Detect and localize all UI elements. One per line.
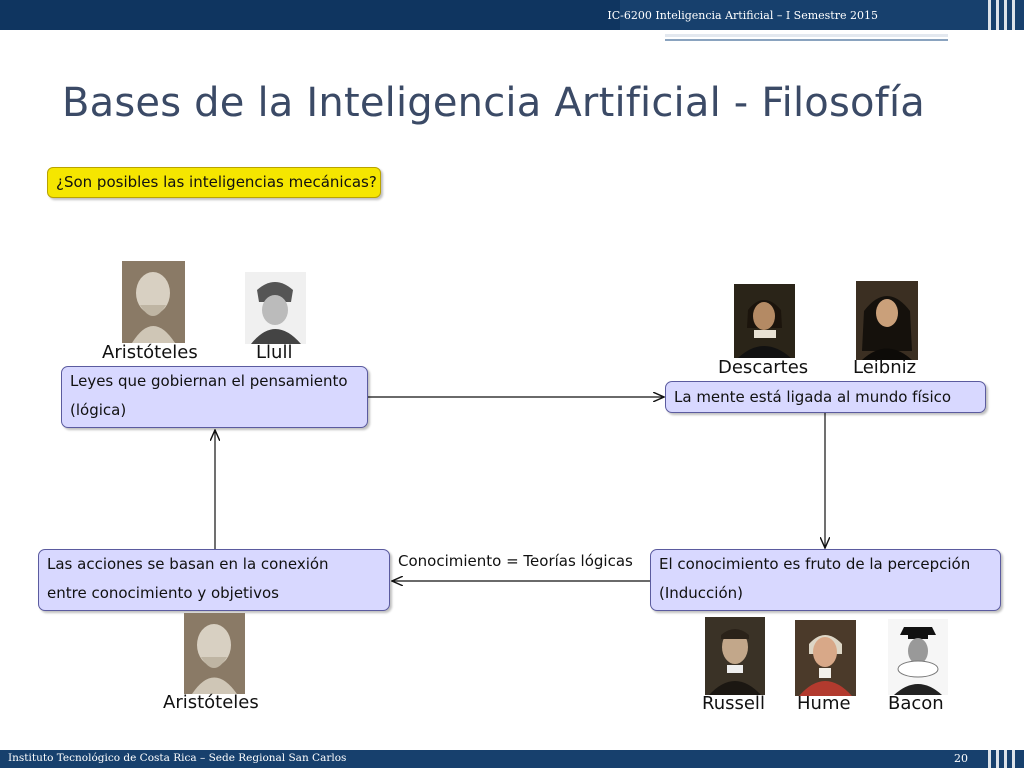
slide-title: Bases de la Inteligencia Artificial - Fi… — [62, 80, 925, 126]
header-divider-light — [665, 34, 948, 37]
page-number: 20 — [954, 752, 968, 765]
bacon-portrait — [888, 619, 948, 695]
aristoteles-bust-portrait — [122, 261, 185, 343]
node-perception: El conocimiento es fruto de la percepció… — [650, 549, 1001, 611]
question-box: ¿Son posibles las inteligencias mecánica… — [47, 167, 381, 198]
name-hume: Hume — [797, 693, 851, 714]
node-actions: Las acciones se basan en la conexión ent… — [38, 549, 390, 611]
llull-portrait — [245, 272, 306, 344]
hume-portrait — [795, 620, 856, 696]
leibniz-portrait — [856, 281, 918, 360]
footer-stripes — [984, 750, 1024, 768]
header-divider-white — [0, 30, 665, 35]
footer-band — [0, 750, 1024, 768]
footer-institution: Instituto Tecnológico de Costa Rica – Se… — [8, 752, 347, 764]
name-leibniz: Leibniz — [853, 357, 917, 378]
header-band — [0, 0, 1024, 30]
name-russell: Russell — [702, 693, 765, 714]
node-mind: La mente está ligada al mundo físico — [665, 381, 986, 413]
name-llull: Llull — [256, 342, 293, 363]
name-aristoteles-top: Aristóteles — [102, 342, 198, 363]
name-descartes: Descartes — [718, 357, 809, 378]
name-bacon: Bacon — [888, 693, 944, 714]
edge-label-knowledge: Conocimiento = Teorías lógicas — [398, 552, 633, 570]
descartes-portrait — [734, 284, 795, 358]
node-logic: Leyes que gobiernan el pensamiento (lógi… — [61, 366, 368, 428]
course-header: IC-6200 Inteligencia Artificial – I Seme… — [607, 9, 878, 22]
name-aristoteles-bottom: Aristóteles — [163, 692, 259, 713]
russell-portrait — [705, 617, 765, 695]
header-dark-block — [0, 0, 620, 30]
aristoteles-bust-portrait-bottom — [184, 613, 245, 694]
header-divider-blue — [665, 39, 948, 41]
header-stripes — [984, 0, 1024, 36]
